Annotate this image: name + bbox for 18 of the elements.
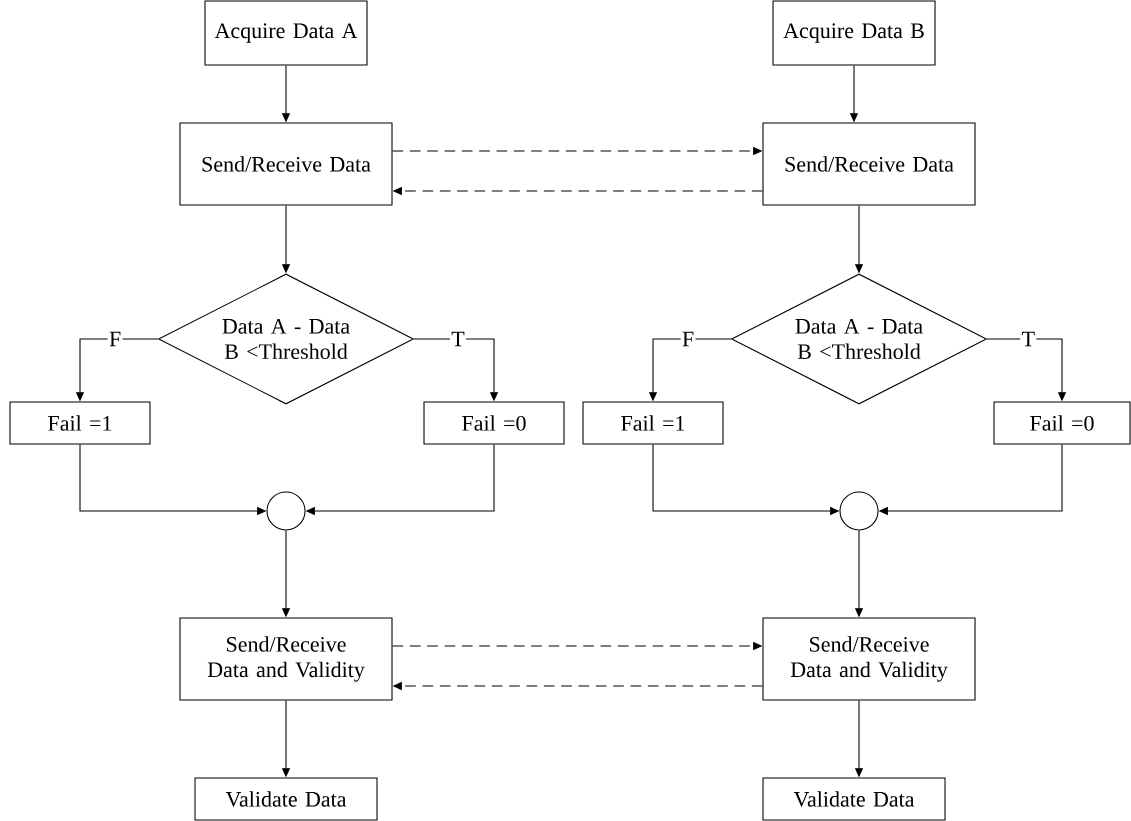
process-box: Send/Receive Data and Validity <box>762 617 976 701</box>
process-box: Fail =0 <box>993 401 1131 445</box>
process-box: Send/Receive Data <box>179 122 393 206</box>
process-box: Fail =0 <box>423 401 565 445</box>
process-box: Acquire Data A <box>204 0 368 66</box>
process-box: Send/Receive Data <box>762 122 976 206</box>
edge-label: T <box>1020 330 1037 348</box>
process-box: Fail =1 <box>9 401 151 445</box>
edge-label: F <box>107 330 123 348</box>
edge-label: F <box>680 330 696 348</box>
process-box: Validate Data <box>762 777 946 821</box>
connector-circle <box>839 491 879 531</box>
process-box: Validate Data <box>194 777 378 821</box>
connector-circle <box>266 491 306 531</box>
process-box: Send/Receive Data and Validity <box>179 617 393 701</box>
process-box: Fail =1 <box>582 401 724 445</box>
process-box: Acquire Data B <box>772 0 936 66</box>
edge-label: T <box>449 330 467 348</box>
